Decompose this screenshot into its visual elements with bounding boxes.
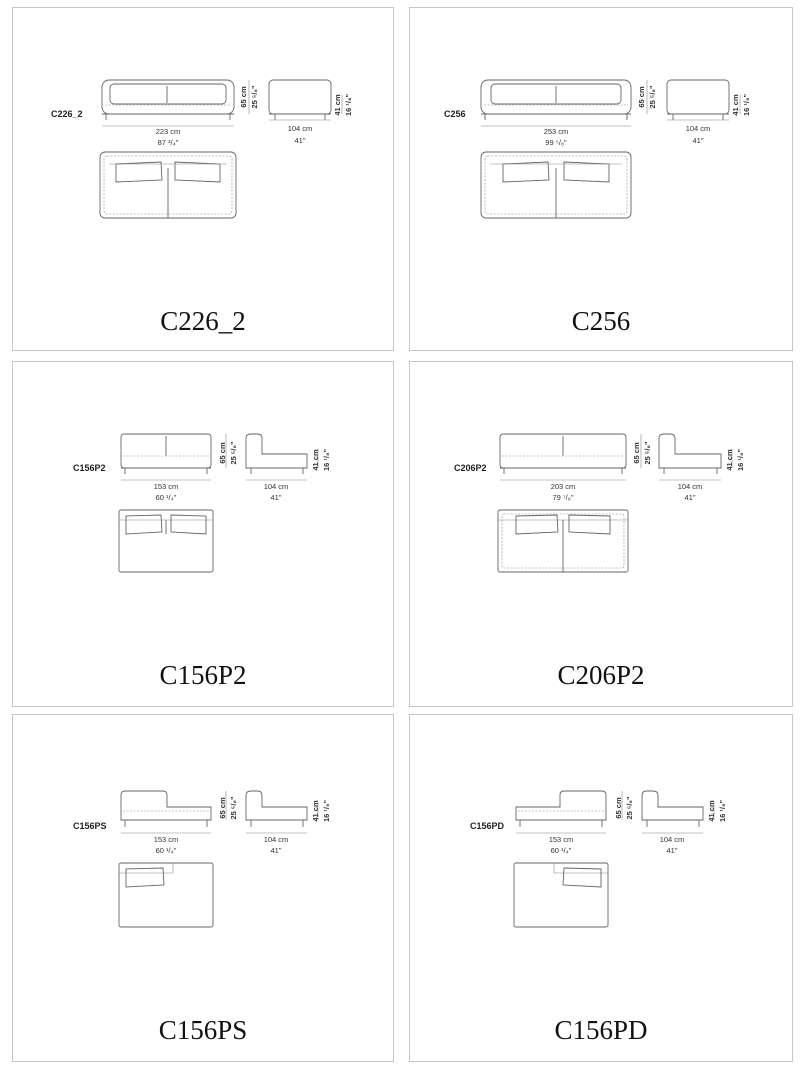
side-view: [245, 433, 308, 474]
depth-in-label: 41": [692, 136, 703, 145]
height-cm-label: 65 cm: [218, 797, 227, 819]
side-view: [641, 790, 704, 827]
front-view: [499, 433, 627, 474]
seat-cm-label: 41 cm: [707, 800, 716, 822]
width-cm-label: 153 cm: [549, 835, 574, 844]
side-view: [245, 790, 308, 827]
height-cm-label: 65 cm: [614, 797, 623, 819]
side-view: [268, 79, 332, 120]
top-view: [118, 862, 214, 928]
card-title: C156PS: [158, 1015, 248, 1045]
sofa-drawing-c156p2: 153 cm 60 ¹/₄" 104 cm 41" 65 cm 25 ⁵/₈" …: [118, 433, 331, 573]
depth-cm-label: 104 cm: [686, 124, 711, 133]
front-view: [120, 790, 212, 827]
seat-in-label: 16 ¹/₈": [718, 800, 727, 823]
depth-in-label: 41": [666, 846, 677, 855]
height-in-label: 25 ⁵/₈": [229, 796, 238, 820]
depth-cm-label: 104 cm: [264, 482, 289, 491]
seat-cm-label: 41 cm: [725, 449, 734, 471]
model-code-label: C256: [444, 109, 466, 119]
seat-in-label: 16 ¹/₈": [322, 800, 331, 823]
sofa-drawing-c156pd: 153 cm 60 ¹/₄" 104 cm 41" 65 cm 25 ⁵/₈" …: [513, 790, 727, 928]
width-cm-label: 153 cm: [154, 482, 179, 491]
sofa-drawing-c226-2: 223 cm 87 ³/₄" 104 cm 41" 65 cm 25 ⁵/₈" …: [99, 79, 353, 219]
card-title: C156PD: [554, 1015, 648, 1045]
card-title: C206P2: [557, 660, 645, 690]
card-c156pd[interactable]: 153 cm 60 ¹/₄" 104 cm 41" 65 cm 25 ⁵/₈" …: [409, 714, 793, 1062]
card-c156p2[interactable]: 153 cm 60 ¹/₄" 104 cm 41" 65 cm 25 ⁵/₈" …: [12, 361, 394, 707]
top-view: [99, 151, 237, 219]
height-cm-label: 65 cm: [637, 86, 646, 108]
model-code-label: C226_2: [51, 109, 83, 119]
height-in-label: 25 ⁵/₈": [250, 85, 259, 109]
depth-in-label: 41": [270, 846, 281, 855]
height-cm-label: 65 cm: [218, 442, 227, 464]
model-code-label: C156P2: [73, 463, 106, 473]
front-view: [120, 433, 212, 474]
side-view: [658, 433, 722, 474]
depth-in-label: 41": [270, 493, 281, 502]
card-c226-2[interactable]: 223 cm 87 ³/₄" 104 cm 41" 65 cm 25 ⁵/₈" …: [12, 7, 394, 351]
model-code-label: C206P2: [454, 463, 487, 473]
width-cm-label: 203 cm: [551, 482, 576, 491]
seat-in-label: 16 ¹/₈": [742, 94, 751, 117]
width-cm-label: 223 cm: [156, 127, 181, 136]
seat-cm-label: 41 cm: [333, 94, 342, 116]
depth-cm-label: 104 cm: [660, 835, 685, 844]
width-in-label: 60 ¹/₄": [156, 846, 177, 855]
depth-cm-label: 104 cm: [678, 482, 703, 491]
seat-cm-label: 41 cm: [731, 94, 740, 116]
card-title: C156P2: [159, 660, 247, 690]
front-view: [101, 79, 235, 120]
front-view: [480, 79, 632, 120]
model-code-label: C156PD: [470, 821, 505, 831]
height-cm-label: 65 cm: [632, 442, 641, 464]
card-c156ps[interactable]: 153 cm 60 ¹/₄" 104 cm 41" 65 cm 25 ⁵/₈" …: [12, 714, 394, 1062]
sofa-drawing-c256: 253 cm 99 ⁵/₈" 104 cm 41" 65 cm 25 ⁵/₈" …: [480, 79, 751, 219]
depth-cm-label: 104 cm: [288, 124, 313, 133]
card-c206p2[interactable]: 203 cm 79 ⁷/₈" 104 cm 41" 65 cm 25 ⁵/₈" …: [409, 361, 793, 707]
sofa-drawing-c206p2: 203 cm 79 ⁷/₈" 104 cm 41" 65 cm 25 ⁵/₈" …: [497, 433, 745, 573]
side-view: [666, 79, 730, 120]
height-in-label: 25 ⁵/₈": [229, 441, 238, 465]
card-title: C226_2: [160, 306, 246, 336]
seat-in-label: 16 ¹/₈": [322, 449, 331, 472]
depth-cm-label: 104 cm: [264, 835, 289, 844]
card-title: C256: [571, 306, 631, 336]
width-in-label: 99 ⁵/₈": [545, 138, 567, 147]
height-in-label: 25 ⁵/₈": [625, 796, 634, 820]
top-view: [118, 509, 214, 573]
depth-in-label: 41": [294, 136, 305, 145]
seat-in-label: 16 ¹/₈": [344, 94, 353, 117]
depth-in-label: 41": [684, 493, 695, 502]
model-code-label: C156PS: [73, 821, 107, 831]
width-in-label: 60 ¹/₄": [156, 493, 177, 502]
top-view: [513, 862, 609, 928]
height-cm-label: 65 cm: [239, 86, 248, 108]
seat-cm-label: 41 cm: [311, 449, 320, 471]
top-view: [480, 151, 632, 219]
width-cm-label: 153 cm: [154, 835, 179, 844]
seat-cm-label: 41 cm: [311, 800, 320, 822]
top-view: [497, 509, 629, 573]
width-cm-label: 253 cm: [544, 127, 569, 136]
seat-in-label: 16 ¹/₈": [736, 449, 745, 472]
height-in-label: 25 ⁵/₈": [648, 85, 657, 109]
sofa-drawing-c156ps: 153 cm 60 ¹/₄" 104 cm 41" 65 cm 25 ⁵/₈" …: [118, 790, 331, 928]
front-view: [515, 790, 607, 827]
height-in-label: 25 ⁵/₈": [643, 441, 652, 465]
width-in-label: 87 ³/₄": [158, 138, 179, 147]
card-c256[interactable]: 253 cm 99 ⁵/₈" 104 cm 41" 65 cm 25 ⁵/₈" …: [409, 7, 793, 351]
width-in-label: 79 ⁷/₈": [553, 493, 574, 502]
width-in-label: 60 ¹/₄": [551, 846, 572, 855]
